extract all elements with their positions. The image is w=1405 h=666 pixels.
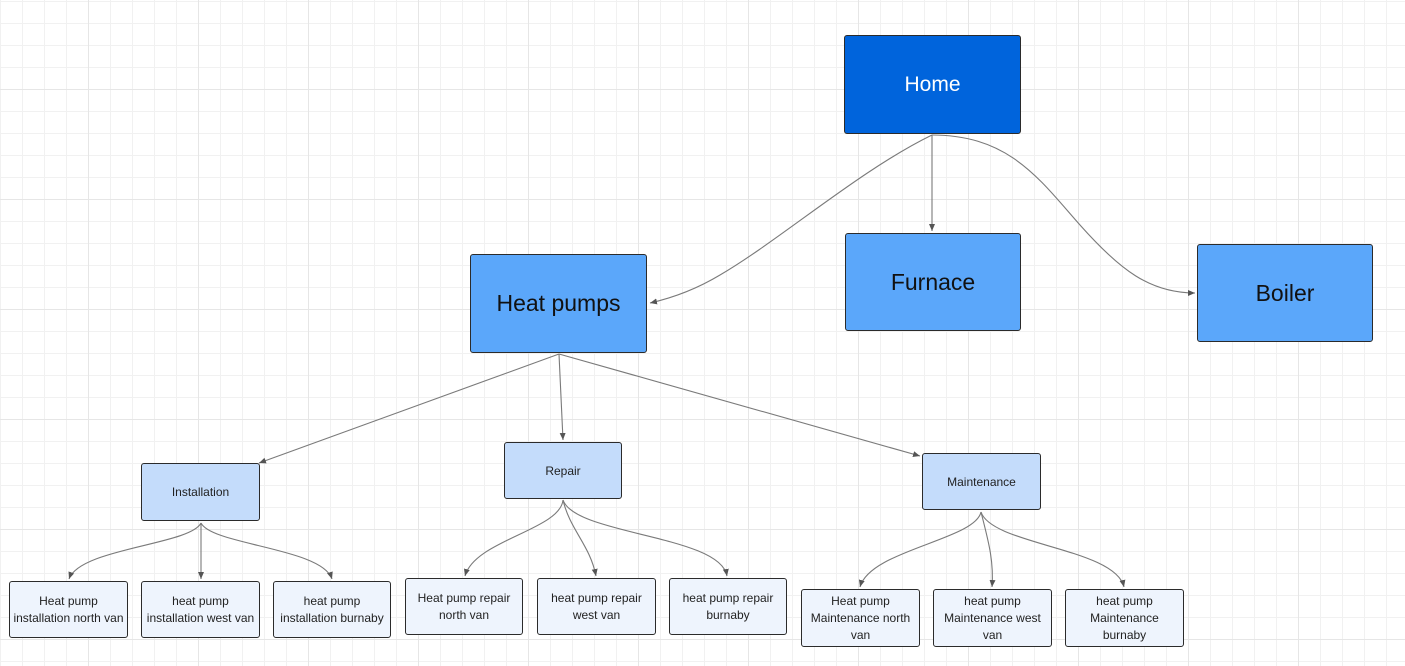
page-repair-north-van[interactable]: Heat pump repair north van xyxy=(405,578,523,635)
installation-node[interactable]: Installation xyxy=(141,463,260,521)
connector-maintenance-west-van[interactable] xyxy=(980,511,996,588)
connector-installation-north-van[interactable] xyxy=(68,522,202,580)
page-installation-west-van[interactable]: heat pump installation west van xyxy=(141,581,260,638)
page-label: heat pump Maintenance burnaby xyxy=(1090,593,1159,642)
heat-pumps-label: Heat pumps xyxy=(496,290,621,316)
connector-repair-burnaby[interactable] xyxy=(562,499,729,577)
boiler-node[interactable]: Boiler xyxy=(1197,244,1373,342)
page-label: heat pump installation west van xyxy=(146,593,255,625)
maintenance-node[interactable]: Maintenance xyxy=(922,453,1041,510)
page-maintenance-burnaby[interactable]: heat pump Maintenance burnaby xyxy=(1065,589,1184,647)
connector-maintenance-burnaby[interactable] xyxy=(980,511,1126,588)
connector-heat-pumps-installation[interactable] xyxy=(258,353,560,464)
page-label: heat pump installation burnaby xyxy=(280,593,384,625)
installation-label: Installation xyxy=(171,485,230,499)
furnace-label: Furnace xyxy=(890,268,976,295)
page-label: heat pump repair west van xyxy=(551,590,642,622)
connector-home-boiler[interactable] xyxy=(931,134,1196,296)
repair-label: Repair xyxy=(545,463,581,478)
connector-heat-pumps-maintenance[interactable] xyxy=(558,353,921,457)
boiler-label: Boiler xyxy=(1255,279,1315,306)
connector-home-heat-pumps[interactable] xyxy=(649,134,933,305)
page-label: Heat pump installation north van xyxy=(13,593,124,625)
page-repair-burnaby[interactable]: heat pump repair burnaby xyxy=(669,578,787,635)
maintenance-label: Maintenance xyxy=(947,474,1016,489)
home-label: Home xyxy=(904,72,961,96)
connector-repair-north-van[interactable] xyxy=(463,499,564,577)
connector-installation-burnaby[interactable] xyxy=(200,522,333,580)
connector-heat-pumps-repair[interactable] xyxy=(558,353,566,441)
page-label: Heat pump Maintenance north van xyxy=(810,593,911,642)
heat-pumps-node[interactable]: Heat pumps xyxy=(470,254,647,353)
page-label: heat pump Maintenance west van xyxy=(944,593,1041,642)
page-installation-north-van[interactable]: Heat pump installation north van xyxy=(9,581,128,638)
home-node[interactable]: Home xyxy=(844,35,1021,134)
page-label: Heat pump repair north van xyxy=(417,590,511,622)
page-label: heat pump repair burnaby xyxy=(682,590,774,622)
repair-node[interactable]: Repair xyxy=(504,442,622,499)
connector-repair-west-van[interactable] xyxy=(562,499,598,577)
page-installation-burnaby[interactable]: heat pump installation burnaby xyxy=(273,581,391,638)
furnace-node[interactable]: Furnace xyxy=(845,233,1021,331)
connector-maintenance-north-van[interactable] xyxy=(858,511,982,588)
page-repair-west-van[interactable]: heat pump repair west van xyxy=(537,578,656,635)
page-maintenance-west-van[interactable]: heat pump Maintenance west van xyxy=(933,589,1052,647)
page-maintenance-north-van[interactable]: Heat pump Maintenance north van xyxy=(801,589,920,647)
